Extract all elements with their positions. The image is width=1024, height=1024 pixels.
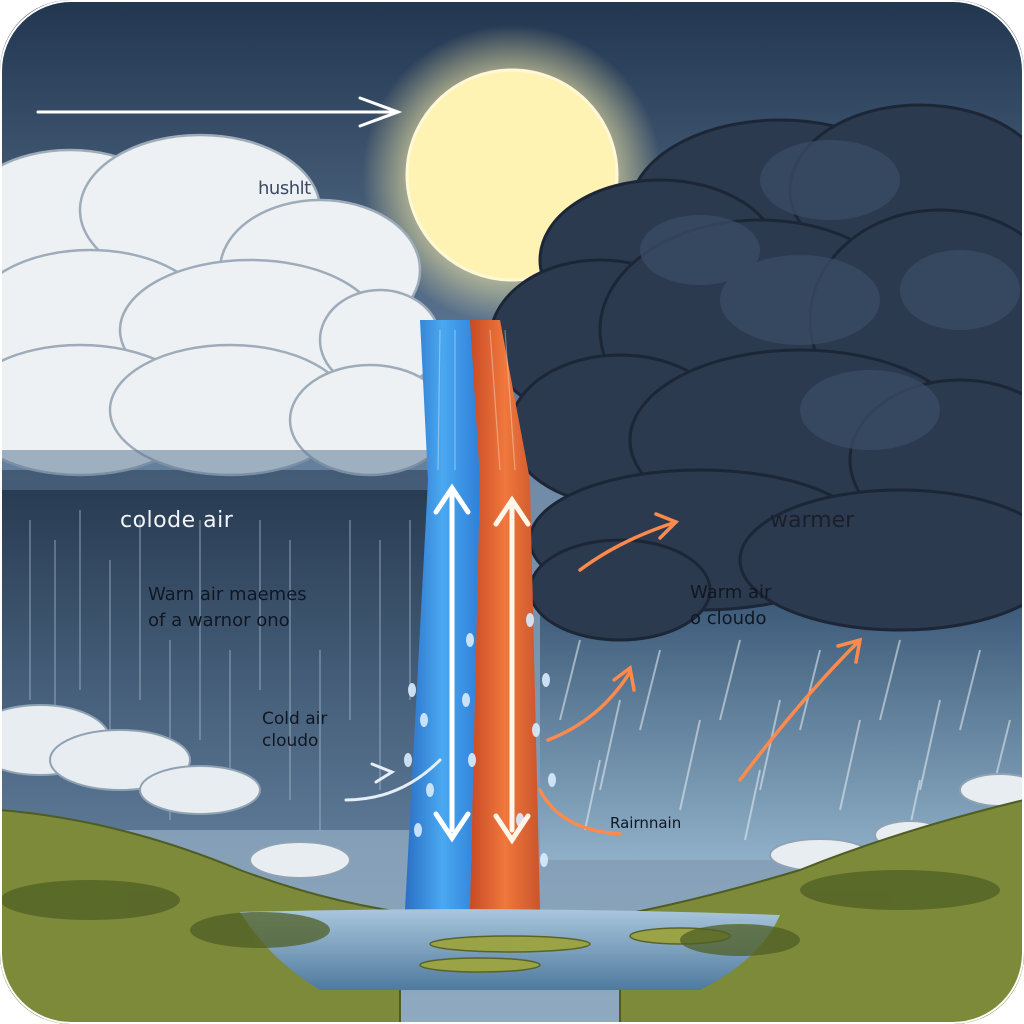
label-warm-air-left: Warn air maemes of a warnor ono	[148, 582, 307, 634]
label-warmer: warmer	[770, 508, 855, 533]
right-rain-streaks	[559, 639, 1011, 851]
label-rain: Rairnnain	[610, 814, 682, 832]
label-warm-air-right: Warm air o cloudo	[690, 580, 771, 632]
cloud-base-shadow	[0, 450, 440, 490]
right-rain-region	[540, 600, 1024, 860]
label-warm-air-right-line1: Warm air	[690, 582, 772, 603]
rain-drops	[404, 613, 556, 867]
label-cold-air-line1: Cold air	[262, 709, 328, 729]
warm-air-column	[470, 320, 540, 910]
column-streaks	[437, 329, 516, 471]
cold-air-curl-arrow	[344, 758, 442, 802]
light-clouds	[0, 133, 452, 477]
dark-cloud-highlights	[640, 140, 1020, 450]
warm-air-rising-arrows	[538, 512, 863, 836]
cold-air-double-arrow	[433, 483, 471, 843]
top-right-arrow	[36, 96, 403, 128]
label-cold-air-line2: cloudo	[262, 731, 319, 751]
label-cold-air: Cold air cloudo	[262, 708, 327, 752]
warm-air-double-arrow	[493, 495, 531, 845]
label-warm-air-right-line2: o cloudo	[690, 608, 767, 629]
label-warm-air-left-line1: Warn air maemes	[148, 584, 307, 605]
label-warm-air-left-line2: of a warnor ono	[148, 610, 290, 631]
label-top: hushlt	[258, 178, 311, 199]
tree-lines	[0, 870, 1000, 956]
cold-air-column	[405, 320, 480, 910]
label-colode-air: colode air	[120, 508, 234, 533]
